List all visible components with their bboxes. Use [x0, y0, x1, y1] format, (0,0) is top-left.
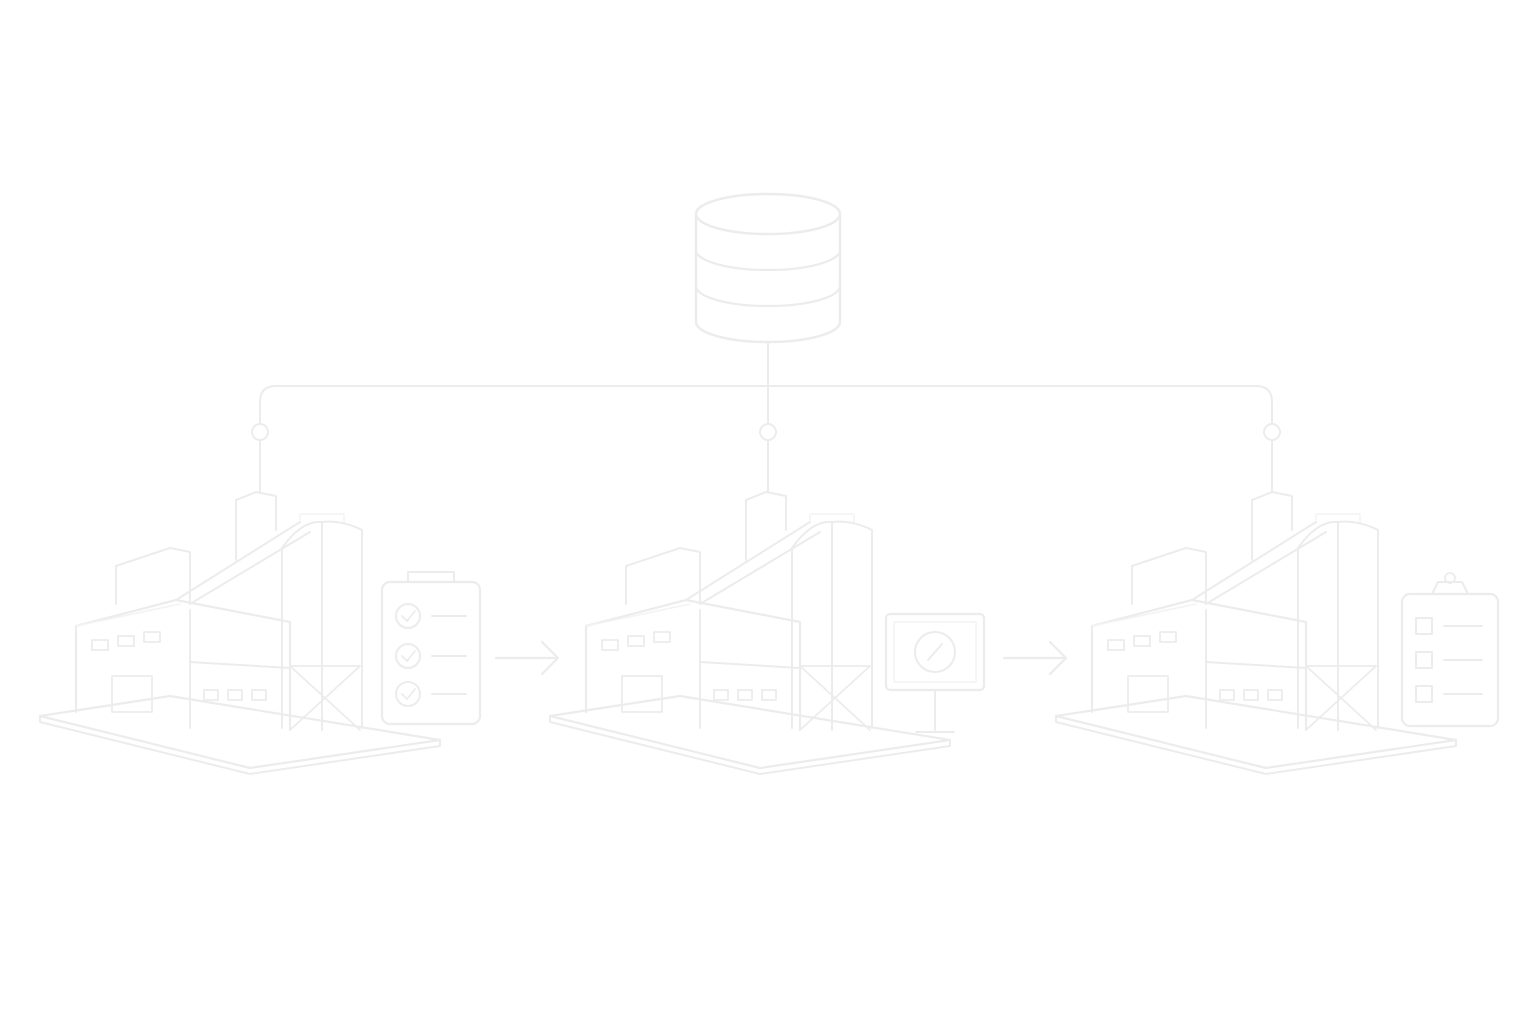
factory-silo-cap — [1315, 513, 1361, 523]
monitor-bezel — [893, 621, 977, 683]
factory-brace — [799, 665, 871, 731]
factory-silo-top — [791, 520, 873, 549]
factory-wall — [189, 609, 291, 729]
factory-window — [251, 689, 267, 701]
database-band — [694, 248, 842, 272]
clipboard-hole — [1444, 572, 1456, 584]
gauge-dial — [914, 631, 956, 673]
factory-brace — [1305, 665, 1377, 731]
database-band — [694, 284, 842, 308]
gauge-needle — [927, 643, 943, 661]
factory-chimney — [1251, 491, 1293, 561]
checkbox — [1415, 685, 1433, 703]
check-mark — [401, 610, 416, 622]
factory-chimney — [745, 491, 787, 561]
factory-group — [38, 491, 1500, 775]
factory-window — [1243, 689, 1259, 701]
factory-icon — [38, 491, 442, 775]
bus-corner — [1255, 385, 1273, 403]
connector-node — [1263, 423, 1281, 441]
factory-wall — [74, 598, 292, 732]
factory-upper — [115, 547, 191, 605]
checklist-clipboard-icon — [380, 571, 482, 726]
factory-conveyor — [175, 521, 311, 605]
factory-door — [111, 675, 153, 713]
flow-arrows — [494, 640, 1068, 676]
factory-window — [1267, 689, 1283, 701]
factory-window — [1107, 639, 1125, 651]
arrow-head — [1048, 640, 1068, 676]
factory-silo — [281, 521, 363, 731]
factory-roof — [585, 603, 691, 627]
check-circle — [395, 603, 421, 629]
factory-door — [1127, 675, 1169, 713]
factory-silo-top — [281, 520, 363, 549]
factory-base-edge — [39, 715, 441, 775]
clipboard-board — [1400, 592, 1500, 728]
factory-window — [761, 689, 777, 701]
factory-conveyor — [1191, 521, 1327, 605]
factory-base-edge — [549, 715, 951, 775]
factory-silo-top — [1297, 520, 1379, 549]
factory-upper — [1131, 547, 1207, 605]
factory-window — [227, 689, 243, 701]
gauge-monitor-icon — [884, 612, 986, 733]
factory-window — [713, 689, 729, 701]
factory-base — [1054, 694, 1458, 770]
factory-base — [38, 694, 442, 770]
connector-node — [759, 423, 777, 441]
factory-icon — [1054, 491, 1458, 775]
factory-brace — [289, 665, 361, 731]
factory-wall — [1090, 598, 1308, 732]
factory-silo — [1297, 521, 1379, 731]
check-mark — [401, 688, 416, 700]
factory-silo — [791, 521, 873, 731]
factory-wall — [584, 598, 802, 732]
factory-window — [1133, 635, 1151, 647]
factory-window — [1159, 631, 1177, 643]
monitor-stand — [915, 689, 955, 733]
clipboard-clip — [1431, 581, 1469, 595]
connector-node — [251, 423, 269, 441]
factory-conveyor — [685, 521, 821, 605]
factory-wall — [699, 609, 801, 729]
checkbox — [1415, 617, 1433, 635]
factory-silo-cap — [299, 513, 345, 523]
bus-corner — [259, 385, 277, 403]
check-circle — [395, 643, 421, 669]
factory-roof — [1091, 603, 1197, 627]
factory-window — [203, 689, 219, 701]
factory-base-edge — [1055, 715, 1457, 775]
clipboard-board — [380, 580, 482, 726]
factory-chimney — [235, 491, 277, 561]
factory-icon — [548, 491, 952, 775]
database-icon — [694, 192, 842, 344]
factory-window — [737, 689, 753, 701]
factory-door — [621, 675, 663, 713]
factory-window — [653, 631, 671, 643]
factory-wall — [1205, 609, 1307, 729]
factory-base — [548, 694, 952, 770]
factory-window — [143, 631, 161, 643]
factory-upper — [625, 547, 701, 605]
checkbox-clipboard-icon — [1400, 572, 1500, 728]
factory-silo-cap — [809, 513, 855, 523]
check-mark — [401, 650, 416, 662]
factory-window — [1219, 689, 1235, 701]
clipboard-clip — [407, 571, 455, 583]
checkbox — [1415, 651, 1433, 669]
factory-roof — [75, 603, 181, 627]
arrow-head — [540, 640, 560, 676]
factory-window — [91, 639, 109, 651]
database-top — [694, 192, 842, 236]
factory-window — [117, 635, 135, 647]
connector-lines — [251, 341, 1281, 493]
factory-window — [601, 639, 619, 651]
factory-window — [627, 635, 645, 647]
check-circle — [395, 681, 421, 707]
